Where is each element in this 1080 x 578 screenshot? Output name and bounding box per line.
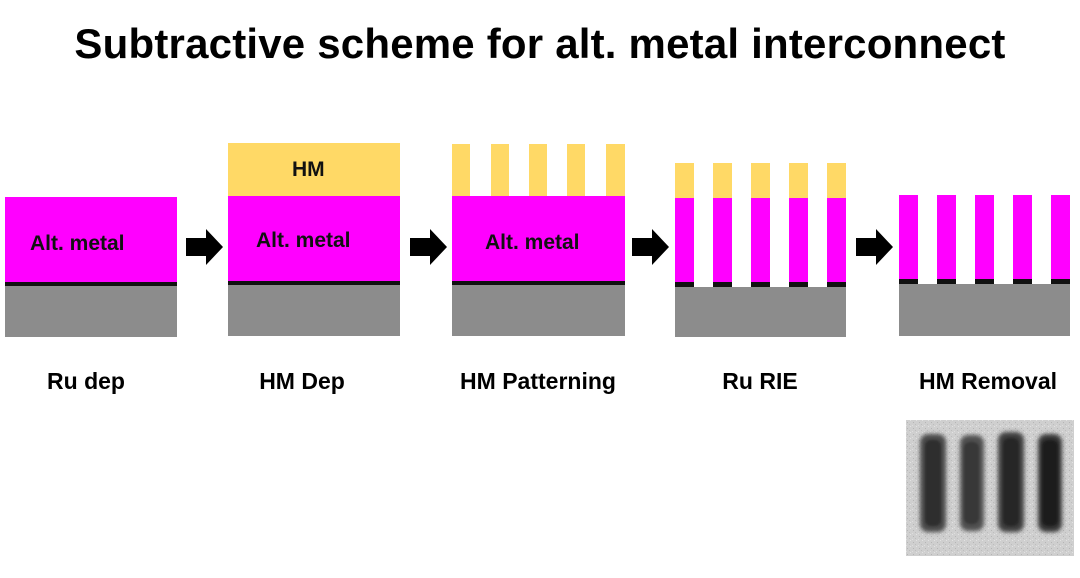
right-arrow-icon xyxy=(410,229,447,265)
liner-segment xyxy=(899,279,918,284)
step-label: Ru RIE xyxy=(722,368,798,394)
step-label: HM Removal xyxy=(918,368,1058,394)
liner-segment xyxy=(975,279,994,284)
page-title: Subtractive scheme for alt. metal interc… xyxy=(74,20,1006,67)
substrate-layer xyxy=(228,285,400,336)
right-arrow-icon xyxy=(186,229,223,265)
liner-layer xyxy=(452,281,625,285)
step-label: HM Patterning xyxy=(460,368,616,394)
hard-mask-line xyxy=(452,144,470,196)
metal-label: Alt. metal xyxy=(485,231,580,254)
liner-segment xyxy=(1051,279,1070,284)
step-label: HM Dep xyxy=(259,368,345,394)
metal-line xyxy=(675,198,694,282)
liner-segment xyxy=(937,279,956,284)
hard-mask-line xyxy=(827,163,846,198)
metal-layer xyxy=(5,197,177,282)
hard-mask-line xyxy=(751,163,770,198)
liner-segment xyxy=(751,282,770,287)
metal-line xyxy=(713,198,732,282)
substrate-layer xyxy=(675,287,846,337)
liner-segment xyxy=(675,282,694,287)
liner-layer xyxy=(5,282,177,286)
hard-mask-layer xyxy=(228,143,400,196)
hard-mask-line xyxy=(606,144,625,196)
step-label: Ru dep xyxy=(47,368,125,394)
metal-line xyxy=(899,195,918,279)
liner-segment xyxy=(789,282,808,287)
hard-mask-line xyxy=(567,144,585,196)
right-arrow-icon xyxy=(632,229,669,265)
hard-mask-line xyxy=(713,163,732,198)
metal-layer xyxy=(452,196,625,281)
substrate-layer xyxy=(452,285,625,336)
liner-segment xyxy=(713,282,732,287)
metal-line xyxy=(1051,195,1070,279)
hard-mask-line xyxy=(491,144,509,196)
tem-micrograph-image xyxy=(906,420,1074,556)
metal-line xyxy=(827,198,846,282)
metal-label: Alt. metal xyxy=(256,229,351,252)
hard-mask-line xyxy=(789,163,808,198)
metal-label: Alt. metal xyxy=(30,232,125,255)
liner-segment xyxy=(1013,279,1032,284)
metal-line xyxy=(975,195,994,279)
hard-mask-line xyxy=(675,163,694,198)
metal-line xyxy=(789,198,808,282)
metal-layer xyxy=(228,196,400,281)
metal-line xyxy=(937,195,956,279)
metal-line xyxy=(751,198,770,282)
metal-line xyxy=(1013,195,1032,279)
liner-segment xyxy=(827,282,846,287)
liner-layer xyxy=(228,281,400,285)
right-arrow-icon xyxy=(856,229,893,265)
hard-mask-label: HM xyxy=(292,158,325,181)
substrate-layer xyxy=(5,286,177,337)
substrate-layer xyxy=(899,284,1070,336)
hard-mask-line xyxy=(529,144,547,196)
